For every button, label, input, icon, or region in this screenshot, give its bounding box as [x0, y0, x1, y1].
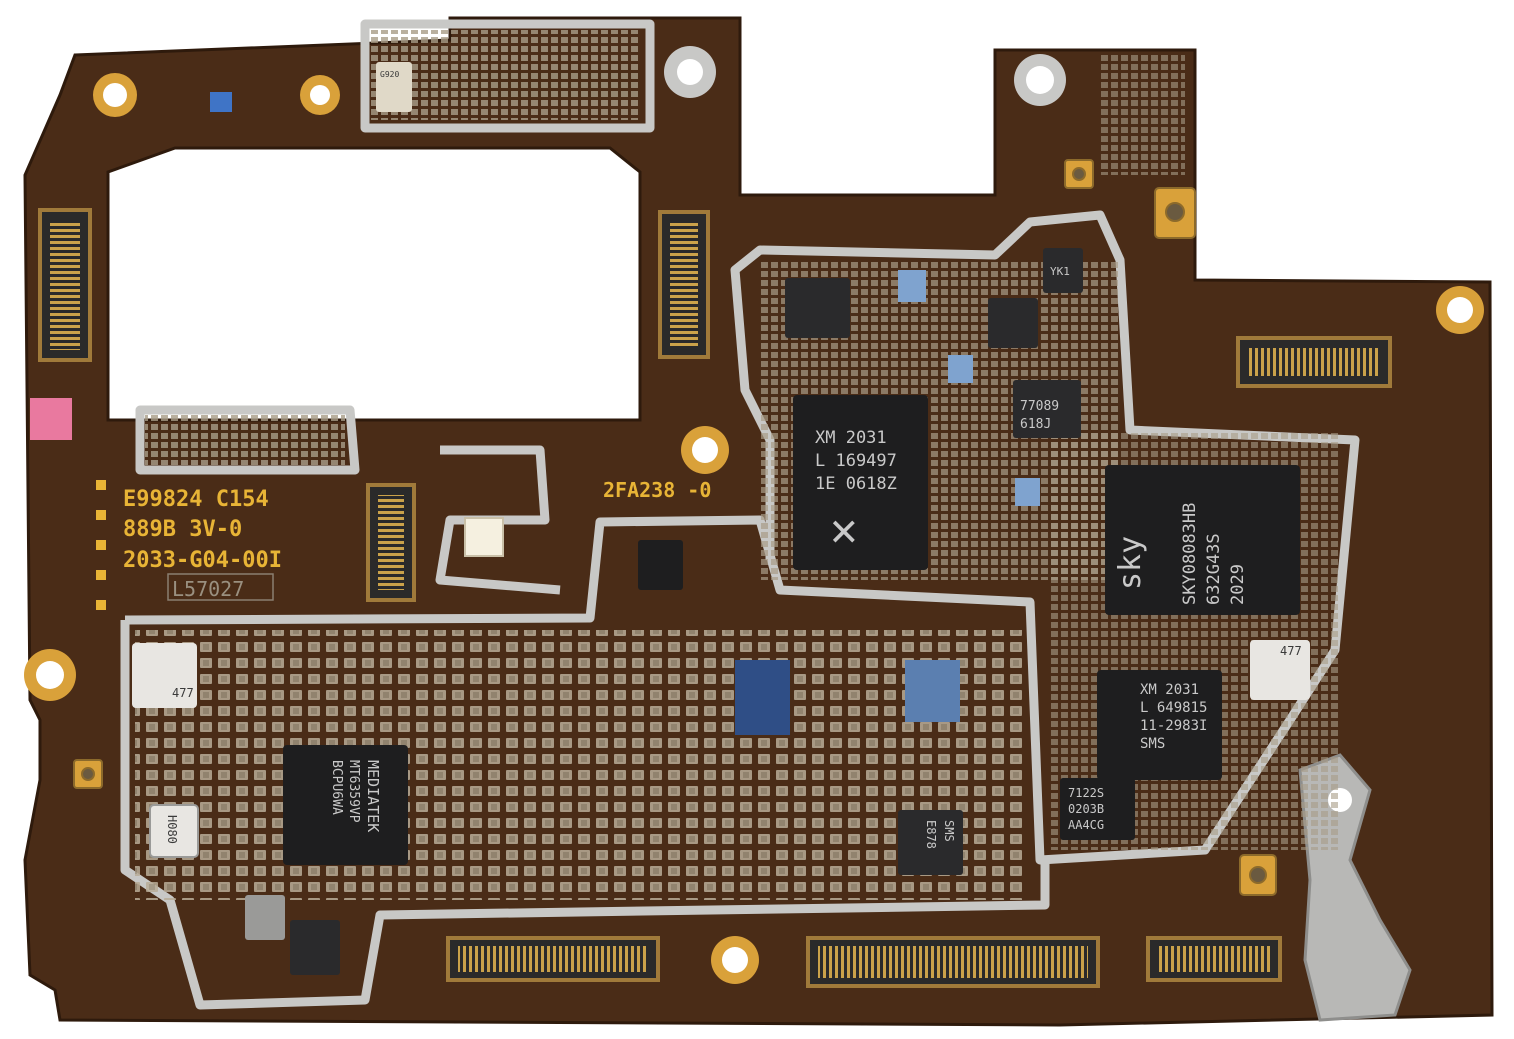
chip-small-a: [785, 278, 850, 338]
sensor-477-right: 477: [1250, 640, 1310, 700]
connector-mid-vertical: [658, 210, 710, 359]
chip-small-e: [245, 895, 285, 940]
svg-text:MEDIATEK: MEDIATEK: [364, 760, 382, 832]
svg-text:SMS: SMS: [942, 820, 956, 842]
antenna-connector: [1154, 187, 1196, 239]
chip-xm-top: XM 2031 L 169497 1E 0618Z ✕: [793, 395, 928, 570]
antenna-connectors: [73, 159, 1277, 896]
mounting-hole: [711, 936, 759, 984]
svg-text:BCPU6WA: BCPU6WA: [329, 760, 344, 815]
svg-text:H080: H080: [165, 815, 179, 844]
svg-text:1E 0618Z: 1E 0618Z: [815, 474, 897, 494]
chip-7122s: 7122S 0203B AA4CG: [1060, 778, 1135, 840]
svg-text:632G43S: 632G43S: [1204, 533, 1224, 605]
connector-bottom-left: [446, 936, 660, 982]
mounting-holes: [24, 46, 1484, 984]
svg-text:477: 477: [172, 686, 194, 700]
svg-text:✕: ✕: [830, 502, 858, 556]
mounting-hole: [1014, 54, 1066, 106]
antenna-connector: [1239, 854, 1277, 896]
svg-text:11-2983I: 11-2983I: [1140, 718, 1207, 734]
chip-small-d: [290, 920, 340, 975]
svg-text:477: 477: [1280, 644, 1302, 658]
svg-text:0203B: 0203B: [1068, 802, 1104, 816]
svg-text:G920: G920: [380, 70, 399, 79]
sensor-477-left: 477: [132, 643, 197, 708]
chip-sky: sky SKY08083HB 632G43S 2029: [1105, 465, 1300, 615]
silkscreen: E99824 C154 889B 3V-0 2033-G04-00I L5702…: [96, 478, 711, 610]
silkscreen-line-1: E99824 C154: [123, 487, 269, 512]
antenna-connector: [1064, 159, 1094, 189]
connector-left-vertical: [38, 208, 92, 362]
svg-text:7122S: 7122S: [1068, 786, 1104, 800]
chip-xm-bottom: XM 2031 L 649815 11-2983I SMS: [1097, 670, 1222, 780]
silkscreen-line-2: 889B 3V-0: [123, 517, 242, 542]
pink-pad: [30, 398, 72, 440]
mounting-hole: [24, 649, 76, 701]
antenna-connector: [73, 759, 103, 789]
svg-text:XM 2031: XM 2031: [815, 428, 887, 448]
svg-text:XM 2031: XM 2031: [1140, 682, 1199, 698]
small-chips: 7122S 0203B AA4CG 77089 618J SMS E878 YK…: [30, 62, 1310, 975]
blue-chips: [210, 92, 1040, 735]
connector-bottom-right: [1146, 936, 1282, 982]
mounting-hole: [93, 73, 137, 117]
chip-mediatek: MEDIATEK MT6359VP BCPU6WA: [283, 745, 408, 865]
svg-text:YK1: YK1: [1050, 265, 1070, 278]
chip-e878: SMS E878: [898, 810, 963, 875]
board-code: 2FA238 -0: [603, 478, 711, 502]
connector-right-horizontal: [1236, 336, 1392, 388]
svg-text:2029: 2029: [1228, 564, 1248, 605]
chip-small-c: [638, 540, 683, 590]
svg-text:L 649815: L 649815: [1140, 700, 1207, 716]
silkscreen-line-3: 2033-G04-00I: [123, 548, 282, 573]
connector-bottom-long: [806, 936, 1100, 988]
chip-small-b: [988, 298, 1038, 348]
chip-77089: 77089 618J: [1013, 380, 1081, 438]
svg-text:L 169497: L 169497: [815, 451, 897, 471]
mounting-hole: [1436, 286, 1484, 334]
svg-text:MT6359VP: MT6359VP: [346, 760, 361, 823]
svg-text:AA4CG: AA4CG: [1068, 818, 1104, 832]
svg-text:sky: sky: [1113, 536, 1148, 590]
svg-text:E878: E878: [924, 820, 938, 849]
svg-text:SKY08083HB: SKY08083HB: [1180, 503, 1200, 605]
sensor-g920: G920: [376, 62, 412, 112]
sensor-h080: H080: [149, 804, 199, 858]
connector-small-vertical: [366, 483, 416, 602]
mounting-hole: [681, 426, 729, 474]
mounting-hole: [300, 75, 340, 115]
led-flash: [464, 517, 504, 557]
mounting-hole: [664, 46, 716, 98]
svg-text:618J: 618J: [1020, 417, 1051, 432]
connectors: [38, 208, 1392, 988]
chip-yk1: YK1: [1043, 248, 1083, 293]
svg-text:77089: 77089: [1020, 399, 1059, 414]
silkscreen-line-4: L57027: [172, 577, 244, 601]
svg-text:SMS: SMS: [1140, 736, 1165, 752]
